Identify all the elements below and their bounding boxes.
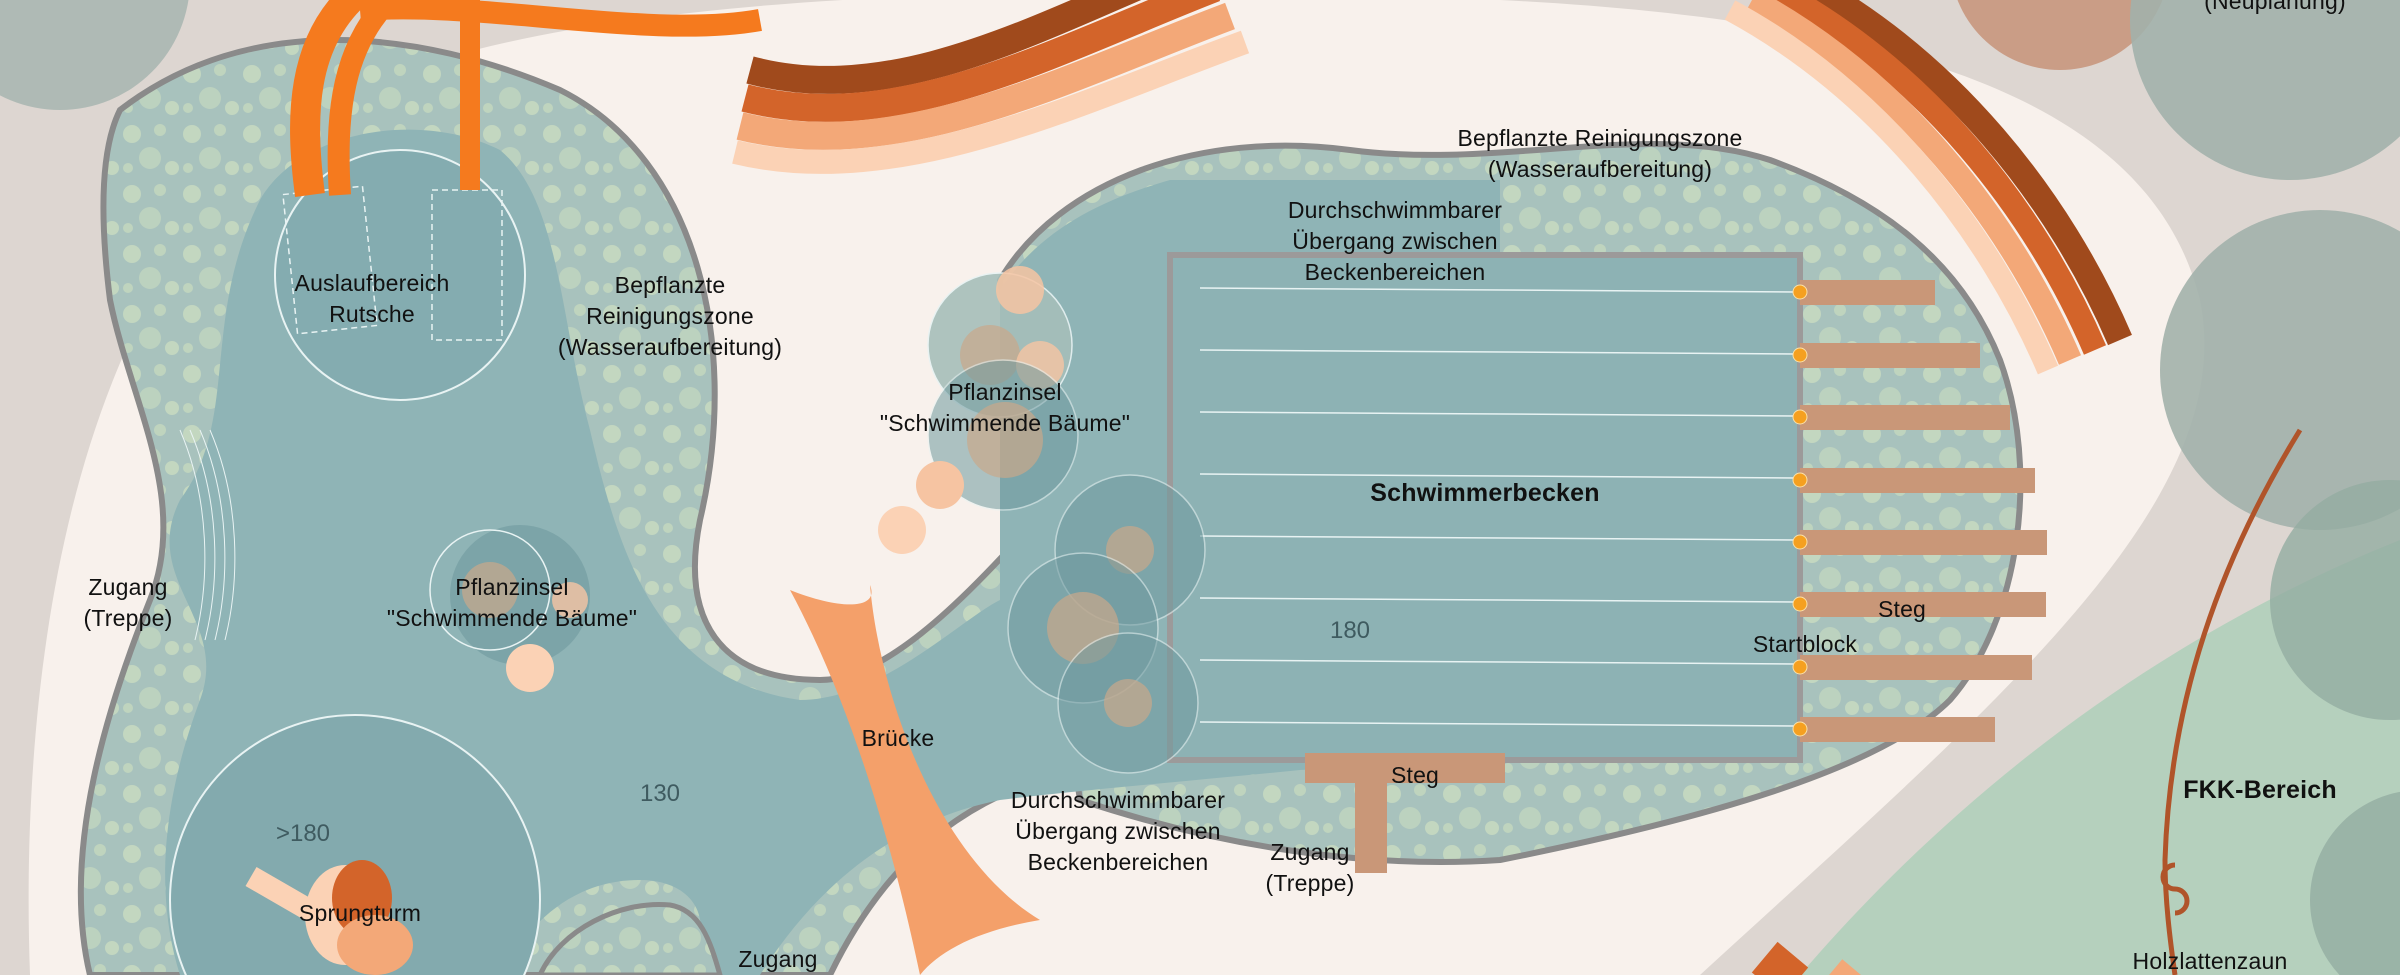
tree-canopy [2310, 791, 2400, 975]
label-uebergang-bottom: Durchschwimmbarer Übergang zwischen Beck… [1010, 787, 1226, 875]
depth-deep-zone: >180 [275, 820, 331, 847]
label-zugang-left: Zugang (Treppe) [83, 574, 173, 631]
label-fkk-bereich: FKK-Bereich [2183, 776, 2337, 804]
label-schwimmerbecken: Schwimmerbecken [1370, 479, 1600, 507]
planted-zone-bottom [537, 901, 723, 975]
access-stairs-left [179, 429, 236, 641]
deep-zone [169, 714, 541, 975]
label-steg-bottom: Steg [1390, 762, 1440, 788]
label-neuplanung: (Neuplanung) [2204, 0, 2346, 14]
deco-block [1824, 959, 1864, 975]
slide-landing-zone [274, 149, 526, 401]
label-reinigungszone-top: Bepflanzte Reinigungszone (Wasseraufbere… [1457, 125, 1743, 182]
label-uebergang-top: Durchschwimmbarer Übergang zwischen Beck… [1287, 197, 1503, 285]
depth-schwimmer: 180 [1329, 617, 1371, 644]
tree-canopy [1957, 0, 2163, 70]
label-pflanzinsel-mid: Pflanzinsel "Schwimmende Bäume" [879, 379, 1131, 436]
deco-block [1751, 941, 1809, 975]
tree-canopy [0, 0, 189, 110]
label-startblock: Startblock [1752, 631, 1858, 657]
label-sprungturm: Sprungturm [298, 900, 422, 926]
label-steg-right: Steg [1877, 596, 1927, 622]
label-bruecke: Brücke [861, 725, 935, 751]
label-zugang-bottom-left: Zugang [738, 946, 818, 972]
seating-steps-top [732, 0, 1250, 174]
label-holzlattenzaun: Holzlattenzaun [2132, 948, 2288, 974]
tree-canopy [2160, 210, 2400, 530]
lane-lines [1199, 287, 1796, 727]
start-blocks [1792, 284, 1808, 737]
label-reinigungszone-left: Bepflanzte Reinigungszone (Wasseraufbere… [557, 272, 783, 360]
seating-steps-right [1724, 0, 2132, 375]
start-docks [1800, 280, 2047, 742]
tree-canopy [2130, 0, 2400, 180]
access-stairs [1355, 783, 1387, 873]
depth-nichtschwimmer: 130 [639, 780, 681, 807]
water-slide [290, 0, 762, 197]
diving-tower [245, 860, 413, 975]
fence-line [2162, 428, 2303, 975]
label-pflanzinsel-left: Pflanzinsel "Schwimmende Bäume" [386, 574, 638, 631]
tree-canopy [2270, 480, 2400, 720]
bridge [790, 585, 1040, 975]
fkk-lawn [1800, 540, 2400, 975]
fence-gate [2160, 862, 2190, 916]
plant-island-left [429, 525, 590, 692]
plant-island-mid [878, 266, 1206, 774]
label-zugang-bottom-mid: Zugang (Treppe) [1265, 839, 1355, 896]
label-auslaufbereich: Auslaufbereich Rutsche [294, 270, 450, 327]
dock-bottom [1305, 753, 1505, 783]
